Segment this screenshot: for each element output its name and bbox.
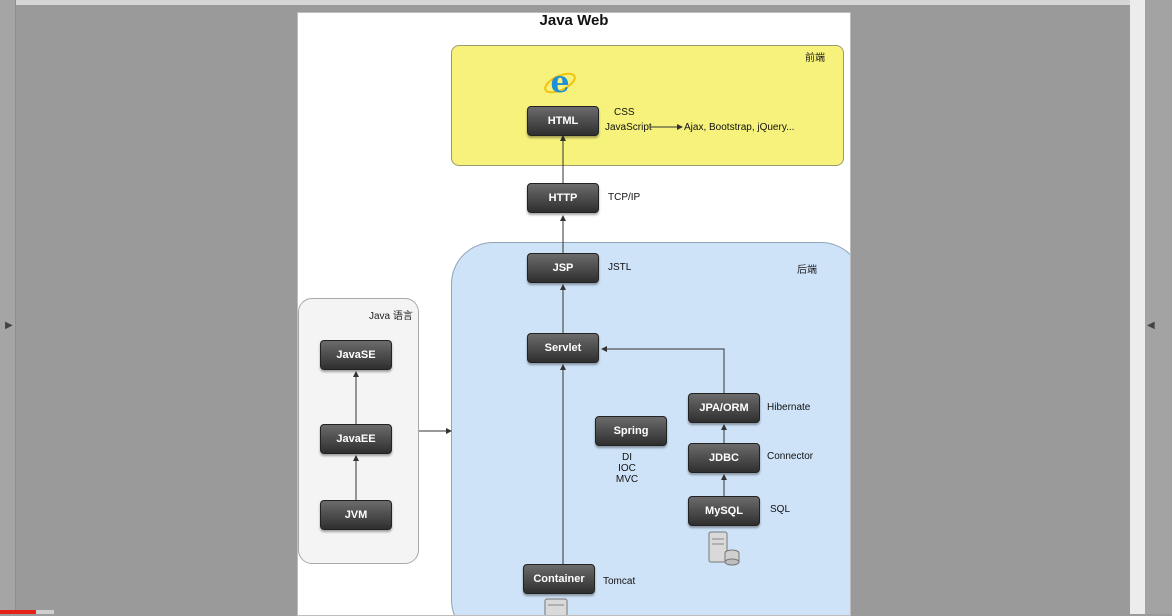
right-panel-outer	[1145, 0, 1172, 614]
spring-mvc-label: MVC	[615, 474, 639, 485]
ajax-label: Ajax, Bootstrap, jQuery...	[684, 122, 795, 133]
expand-left-icon[interactable]: ▶	[5, 320, 13, 331]
right-panel	[1130, 0, 1145, 614]
frontend-label: 前端	[805, 53, 825, 64]
tomcat-label: Tomcat	[603, 576, 636, 587]
connector-label: Connector	[767, 451, 814, 462]
jpa-to-servlet-arrow	[601, 346, 725, 393]
jstl-label: JSTL	[608, 262, 632, 273]
jsp-node: JSP	[527, 253, 599, 283]
diagram-canvas: Java Web 前端 后端 Java 语言	[297, 12, 851, 616]
video-progress-played[interactable]	[0, 610, 36, 614]
container-node: Container	[523, 564, 595, 594]
diagram-title: Java Web	[539, 12, 609, 29]
internet-explorer-icon: e	[544, 65, 576, 99]
http-node: HTTP	[527, 183, 599, 213]
top-bar	[0, 0, 1172, 5]
tcp-ip-label: TCP/IP	[608, 192, 641, 203]
spring-ioc-label: IOC	[618, 463, 636, 474]
jpa-orm-node: JPA/ORM	[688, 393, 760, 423]
javascript-label: JavaScript	[605, 122, 652, 133]
video-progress-buffered	[36, 610, 54, 614]
connector-lines	[353, 124, 727, 564]
servlet-node: Servlet	[527, 333, 599, 363]
left-panel	[0, 0, 16, 614]
backend-label: 后端	[797, 265, 817, 276]
html-node: HTML	[527, 106, 599, 136]
svg-text:e: e	[550, 65, 569, 99]
css-label: CSS	[614, 107, 635, 118]
expand-right-icon[interactable]: ◀	[1147, 320, 1155, 331]
container-server-icon	[544, 598, 568, 615]
javaee-node: JavaEE	[320, 424, 392, 454]
java-language-label: Java 语言	[369, 311, 413, 322]
jvm-node: JVM	[320, 500, 392, 530]
database-server-icon	[708, 531, 740, 566]
javase-node: JavaSE	[320, 340, 392, 370]
mysql-node: MySQL	[688, 496, 760, 526]
jdbc-node: JDBC	[688, 443, 760, 473]
frontend-region: 前端	[451, 45, 844, 166]
spring-node: Spring	[595, 416, 667, 446]
spring-di-label: DI	[622, 452, 632, 463]
sql-label: SQL	[770, 504, 791, 515]
hibernate-label: Hibernate	[767, 402, 811, 413]
